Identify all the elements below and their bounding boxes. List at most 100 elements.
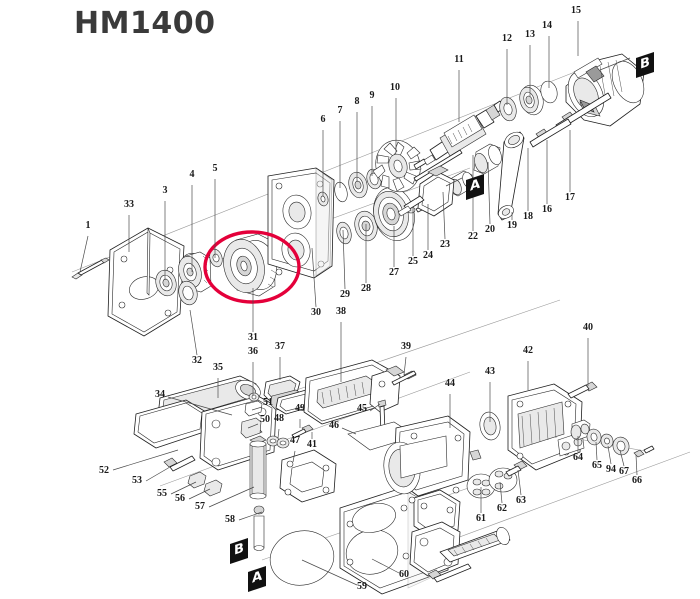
callout-leader-line (170, 481, 197, 495)
part-seal-7 (334, 181, 348, 203)
part-washer-29 (336, 221, 352, 245)
callout-number: 18 (523, 211, 533, 222)
callout-number: 14 (542, 20, 552, 31)
part-main-gear-31 (223, 233, 278, 297)
part-bearing-13 (519, 84, 544, 116)
callout-number: 31 (248, 332, 258, 343)
part-sleeve-20 (473, 143, 502, 175)
part-cap-61 (466, 473, 496, 499)
callout-leader-line (301, 559, 358, 586)
callout-leader-line (619, 449, 625, 467)
callout-number: 4 (190, 169, 195, 180)
callout-number: 22 (468, 231, 478, 242)
callout-number: 20 (485, 224, 495, 235)
part-washer-48 (266, 435, 290, 449)
part-seal-14 (540, 80, 558, 104)
callout-number: 67 (619, 466, 629, 477)
section-marker-a: A (466, 174, 484, 200)
callout-number: 51 (263, 397, 273, 408)
part-block-51 (244, 400, 263, 417)
part-block-50 (240, 417, 262, 439)
part-bearing-12 (499, 96, 517, 122)
callout-leader-line (517, 469, 522, 496)
callout-number: 30 (311, 307, 321, 318)
part-bolt-53 (163, 455, 196, 472)
part-long-screw-16 (529, 118, 572, 148)
callout-leader-line (247, 423, 259, 429)
part-oring-43 (479, 411, 501, 441)
part-bearing-32 (178, 280, 198, 306)
callout-number: 24 (423, 250, 433, 261)
callout-leader-line (499, 481, 503, 504)
callout-number: 62 (497, 503, 507, 514)
part-cooling-fan-10 (372, 139, 422, 193)
callout-number: 11 (454, 54, 463, 65)
callout-number: 35 (213, 362, 223, 373)
callout-leader-line (311, 247, 317, 308)
marker-background (230, 538, 248, 564)
callout-number: 7 (338, 105, 343, 116)
part-small-bits (580, 423, 590, 435)
callout-leader-line (371, 558, 400, 574)
part-switch-assembly-38 (303, 359, 405, 425)
callout-number: 40 (583, 322, 593, 333)
callout-number: 48 (274, 413, 284, 424)
callout-leader-line (238, 511, 263, 521)
marker-letter: A (252, 569, 263, 587)
callout-leader-line (487, 161, 491, 225)
callout-number: 44 (445, 378, 455, 389)
part-screw-66 (633, 445, 655, 458)
part-bolt-39 (391, 370, 417, 386)
callout-number: 57 (195, 501, 205, 512)
callout-number: 29 (340, 289, 350, 300)
callout-leader-line (188, 488, 211, 500)
part-washer-94 (600, 433, 614, 449)
callout-number: 49 (295, 403, 305, 414)
callout-number: 15 (571, 5, 581, 16)
callout-leader-line (292, 450, 296, 463)
callout-number: 53 (132, 475, 142, 486)
part-pin-49 (291, 424, 314, 439)
callout-leader-line (145, 466, 171, 482)
callout-leader-line (79, 235, 89, 273)
part-washer-6 (317, 191, 329, 207)
callout-number: 41 (307, 439, 317, 450)
callout-leader-line (369, 403, 381, 412)
callout-number: 1 (86, 220, 91, 231)
callout-number: 33 (124, 199, 134, 210)
marker-letter: A (470, 177, 481, 195)
callout-number: 28 (361, 283, 371, 294)
callout-number: 65 (592, 460, 602, 471)
callout-number: 10 (390, 82, 400, 93)
part-armature-11 (413, 100, 505, 182)
part-housing-cover-33 (107, 227, 185, 337)
callout-leader-line (403, 356, 407, 376)
section-marker-a: A (248, 566, 266, 592)
callout-number: 32 (192, 355, 202, 366)
callout-number: 34 (155, 389, 165, 400)
part-washer-5 (209, 248, 223, 268)
callout-number: 36 (248, 346, 258, 357)
marker-background (248, 566, 266, 592)
callout-leader-line (341, 427, 357, 435)
part-bearing-8 (348, 171, 368, 199)
marker-letter: B (640, 55, 650, 73)
callout-leader-line (189, 309, 198, 356)
callout-leader-line (208, 486, 255, 508)
page-title: HM1400 (74, 6, 216, 41)
callout-number: 38 (336, 306, 346, 317)
part-ring-36 (248, 392, 260, 402)
section-marker-b: B (230, 538, 248, 564)
callout-leader-line (251, 406, 263, 411)
callout-number: 52 (99, 465, 109, 476)
part-cylinder-57 (249, 435, 267, 500)
callout-number: 17 (565, 192, 575, 203)
callout-number: 27 (389, 267, 399, 278)
callout-leader-line (595, 441, 598, 461)
callout-number: 8 (355, 96, 360, 107)
callout-number: 25 (408, 256, 418, 267)
callout-number: 6 (321, 114, 326, 125)
